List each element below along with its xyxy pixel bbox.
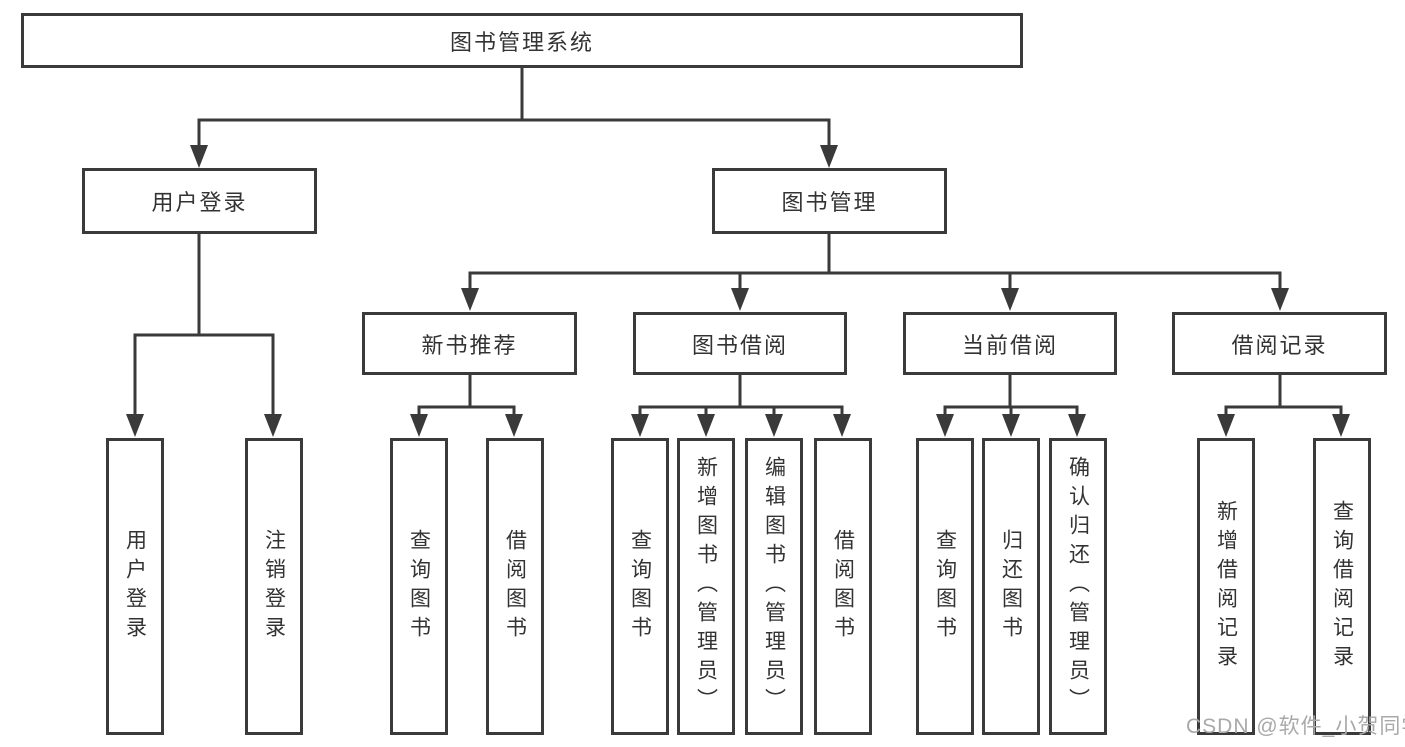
arrowheads bbox=[126, 145, 1350, 437]
leaf-return-books-label: 归还图书 bbox=[999, 528, 1023, 645]
leaf-add-borrow-record: 新增借阅记录 bbox=[1197, 438, 1255, 735]
leaf-query-books-1-label: 查询图书 bbox=[407, 528, 431, 645]
node-book-borrow-label: 图书借阅 bbox=[691, 332, 788, 358]
leaf-user-login: 用户登录 bbox=[106, 438, 164, 735]
leaf-user-login-label: 用户登录 bbox=[123, 528, 147, 645]
node-book-management: 图书管理 bbox=[712, 168, 947, 234]
node-new-book-recommend: 新书推荐 bbox=[362, 312, 577, 375]
leaf-add-books-admin-label: 新增图书（管理员） bbox=[694, 456, 718, 717]
csdn-watermark: CSDN @软件_小贺同学 bbox=[1186, 715, 1405, 738]
node-user-login-label: 用户登录 bbox=[151, 190, 248, 215]
node-user-login: 用户登录 bbox=[82, 168, 317, 234]
leaf-confirm-return-admin: 确认归还（管理员） bbox=[1049, 438, 1107, 735]
leaf-query-books-2-label: 查询图书 bbox=[628, 528, 652, 645]
leaf-query-books-3: 查询图书 bbox=[916, 438, 974, 735]
node-book-borrow: 图书借阅 bbox=[633, 312, 847, 375]
node-borrow-records: 借阅记录 bbox=[1172, 312, 1387, 375]
leaf-confirm-return-admin-label: 确认归还（管理员） bbox=[1066, 456, 1090, 717]
leaf-return-books: 归还图书 bbox=[982, 438, 1040, 735]
node-library-system-label: 图书管理系统 bbox=[449, 29, 594, 55]
node-library-system: 图书管理系统 bbox=[21, 13, 1023, 68]
leaf-edit-books-admin: 编辑图书（管理员） bbox=[745, 438, 803, 735]
leaf-query-borrow-record-label: 查询借阅记录 bbox=[1330, 499, 1354, 674]
leaf-borrow-books-2: 借阅图书 bbox=[814, 438, 872, 735]
node-new-book-recommend-label: 新书推荐 bbox=[421, 332, 518, 358]
leaf-query-books-2: 查询图书 bbox=[611, 438, 669, 735]
leaf-borrow-books-2-label: 借阅图书 bbox=[831, 528, 855, 645]
node-book-management-label: 图书管理 bbox=[781, 190, 878, 215]
node-borrow-records-label: 借阅记录 bbox=[1231, 332, 1328, 358]
leaf-query-books-3-label: 查询图书 bbox=[933, 528, 957, 645]
leaf-add-borrow-record-label: 新增借阅记录 bbox=[1214, 499, 1238, 674]
leaf-logout: 注销登录 bbox=[245, 438, 303, 735]
leaf-query-borrow-record: 查询借阅记录 bbox=[1313, 438, 1371, 735]
leaf-borrow-books-1-label: 借阅图书 bbox=[503, 528, 527, 645]
leaf-borrow-books-1: 借阅图书 bbox=[486, 438, 544, 735]
leaf-add-books-admin: 新增图书（管理员） bbox=[677, 438, 735, 735]
leaf-query-books-1: 查询图书 bbox=[390, 438, 448, 735]
node-current-borrow: 当前借阅 bbox=[903, 312, 1117, 375]
leaf-edit-books-admin-label: 编辑图书（管理员） bbox=[762, 456, 786, 717]
leaf-logout-label: 注销登录 bbox=[262, 528, 286, 645]
node-current-borrow-label: 当前借阅 bbox=[961, 332, 1058, 358]
